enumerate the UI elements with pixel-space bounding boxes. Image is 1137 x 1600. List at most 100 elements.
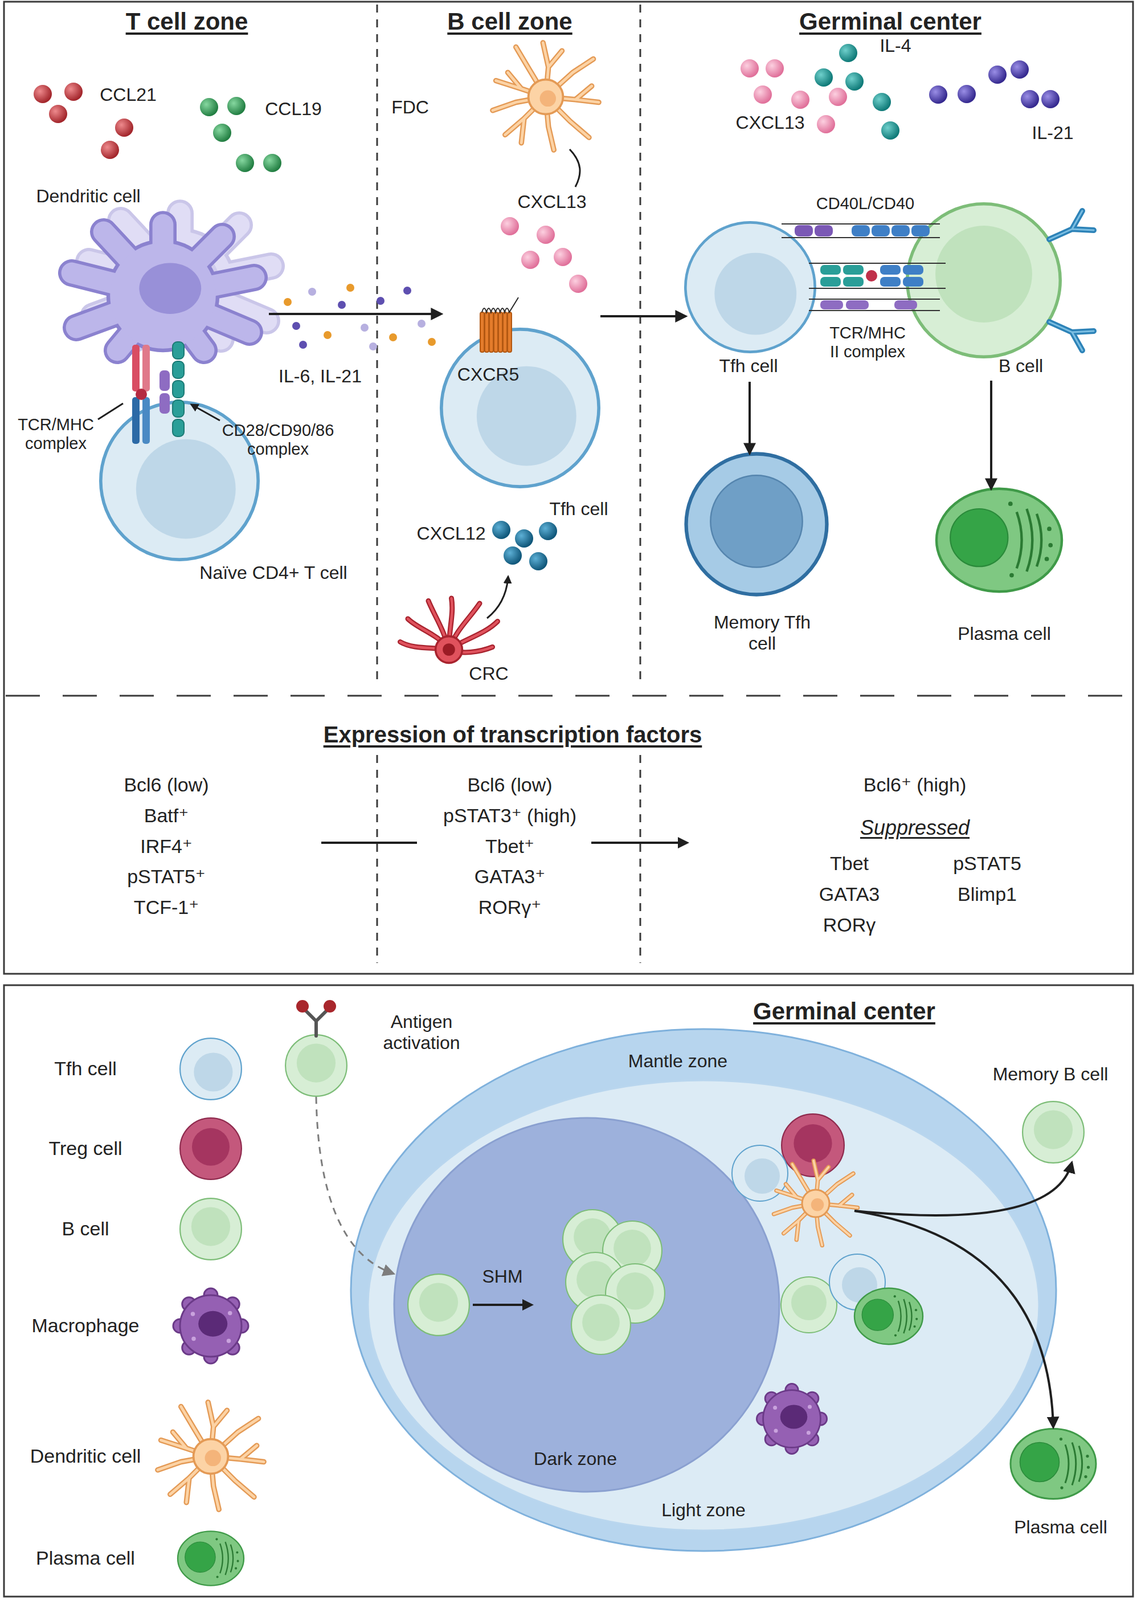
cytokine-particles [308, 287, 317, 296]
ccl21-molecules [64, 82, 83, 101]
cell-drawing [1022, 1101, 1085, 1163]
tfh-cell-label-holder: Tfh cell [718, 355, 778, 377]
dark-zone-cells [562, 1209, 623, 1269]
cytokine-particles [417, 319, 426, 328]
crc-cell-label: CRC [468, 663, 509, 685]
cxcl13-molecules [765, 59, 784, 78]
annotation: GATA3 [819, 882, 880, 906]
tcr-mhc-complex [132, 397, 140, 444]
costimulatory-complex [894, 300, 918, 310]
il4-molecules [845, 72, 864, 91]
dendritic-cell-shape [56, 210, 269, 365]
antigen-receptor [296, 999, 309, 1013]
cytokine-particles [323, 330, 332, 339]
antibody [1049, 210, 1094, 240]
cd40l-cd40-complex [781, 223, 940, 238]
naive-t-cell-label-holder: Naïve CD4+ T cell [199, 562, 347, 584]
light-zone-cells [731, 1144, 788, 1201]
legend-label-holder: Plasma cell [35, 1546, 136, 1569]
cxcl13-molecules [500, 217, 588, 293]
fdc-cell-shape [489, 39, 604, 151]
ccl21-molecules [100, 140, 120, 159]
panel-frame [3, 984, 1134, 1597]
ccl21-molecules [33, 82, 134, 159]
cxcr5-receptor [484, 312, 489, 353]
annotation: Germinal center [799, 7, 982, 36]
tcr-mhc-ii-complex [880, 264, 924, 287]
annotation-holder: CCL21 [99, 84, 157, 106]
annotation: CCL19 [264, 98, 322, 120]
cxcr5-receptor [498, 312, 503, 353]
panel-frame [3, 1, 1134, 1597]
annotation-holder: pSTAT3⁺ (high) [443, 804, 577, 827]
antibody [1049, 210, 1094, 351]
germinal-center: Germinal centerMantle zoneLight zoneDark… [349, 1027, 1058, 1552]
cell-drawing [907, 203, 1061, 358]
tfh-cell: Tfh cell [685, 222, 816, 382]
b-cell-shape [907, 203, 1062, 381]
antibody [1049, 321, 1094, 351]
memory-b-cell-label: Memory B cell [992, 1063, 1109, 1085]
tfh-cell: CXCR5Tfh cell [440, 304, 601, 489]
annotation: RORγ⁺ [478, 896, 542, 919]
legend-icon [153, 1171, 268, 1286]
cytokine-particles [337, 300, 346, 309]
cxcl13-molecules [816, 115, 836, 134]
tcr-mhc-ii-complex [880, 264, 901, 275]
tcr-mhc-ii-complex [843, 276, 864, 287]
annotation: TCR/MHC II complex [824, 323, 911, 362]
annotation: CXCL13 [517, 191, 587, 213]
annotation: SHM [481, 1265, 523, 1287]
cytokine-particles [283, 297, 292, 306]
cxcl12-molecules [529, 551, 548, 571]
dark-zone-cells [565, 1252, 625, 1312]
annotation: CXCL12 [416, 522, 486, 545]
progression-arrow [321, 841, 687, 844]
activated-b-cell-shape [284, 1033, 348, 1097]
annotation-holder: Suppressed [860, 815, 970, 840]
annotation-holder: GATA3⁺ [474, 865, 546, 888]
il21-molecules [929, 85, 948, 104]
cxcr5-receptor [480, 312, 512, 353]
crc-cell-label-holder: CRC [468, 663, 509, 685]
costimulatory-complex [172, 341, 184, 437]
light-zone-cells [774, 1160, 858, 1246]
dendritic-cell-label: Dendritic cell [35, 185, 141, 207]
il21-molecules [1020, 90, 1040, 109]
cell-drawing [400, 598, 498, 663]
flow-arrow [854, 1162, 1072, 1216]
il21-molecules [988, 65, 1007, 84]
cytokine-particles [389, 333, 398, 342]
cxcr5-receptor [480, 312, 485, 353]
dark-zone-cells [407, 1209, 665, 1355]
antigen-receptor [296, 999, 337, 1036]
cytokine-particles [369, 342, 378, 351]
cell-drawing [157, 1401, 264, 1509]
light-zone-cells [780, 1276, 837, 1333]
cell-drawing [441, 329, 599, 487]
b-cell-label-holder: B cell [998, 355, 1044, 377]
cd40l-cd40-complex [911, 225, 930, 237]
activated-b-cell: Antigen activation [284, 1033, 348, 1097]
legend-label: Macrophage [31, 1314, 139, 1337]
legend-label: Dendritic cell [30, 1444, 142, 1467]
annotation: Blimp1 [957, 882, 1017, 906]
annotation-holder: pSTAT5 [953, 852, 1022, 875]
antigen-receptor [304, 1009, 328, 1036]
plasma-cell-label: Plasma cell [1013, 1516, 1108, 1538]
ccl19-molecules [263, 153, 282, 173]
cytokine-particles [346, 283, 355, 292]
costimulatory-complex [172, 380, 184, 398]
dendritic-cell: Dendritic cell [56, 210, 269, 365]
annotation: T cell zone [125, 7, 249, 36]
cxcl13-molecules [791, 90, 810, 109]
annotation: TCR/MHC complex [13, 415, 99, 454]
annotation-holder: CD28/CD90/86 complex [217, 420, 340, 460]
light-zone-cells [829, 1253, 886, 1310]
cell-drawing [936, 488, 1062, 592]
annotation-holder: CXCL12 [416, 522, 486, 545]
cytokine-particles [360, 323, 369, 332]
cxcl13-molecules [569, 274, 588, 293]
activated-b-cell-label: Antigen activation [371, 1011, 472, 1054]
cxcr5-receptor [507, 312, 512, 353]
